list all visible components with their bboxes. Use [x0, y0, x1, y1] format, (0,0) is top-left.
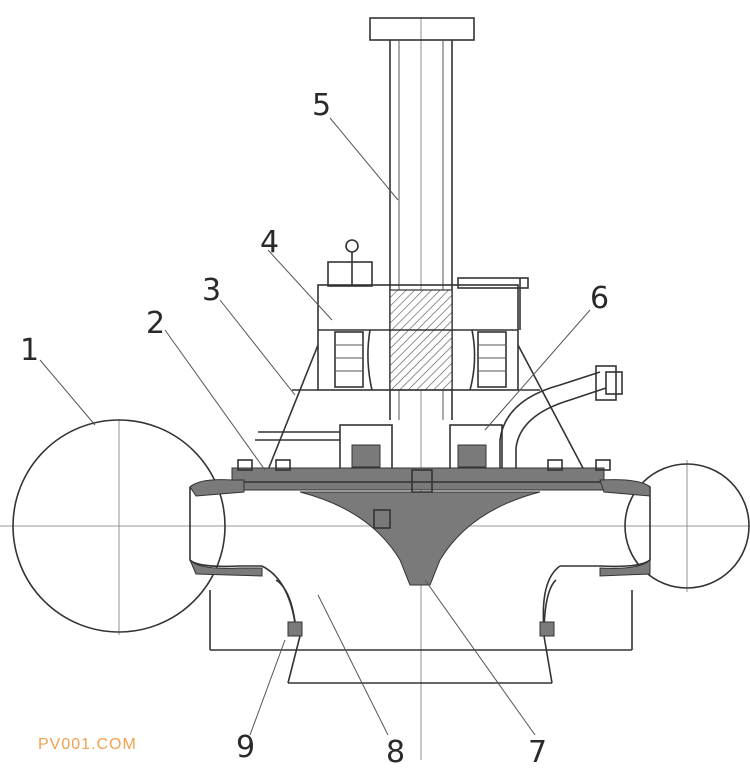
left-volute-circle [12, 419, 226, 633]
callout-5: 5 [312, 88, 331, 123]
callout-2: 2 [146, 306, 165, 341]
runner-cone [373, 469, 433, 529]
leader-lines [39, 117, 591, 736]
watermark-text: PV001.COM [38, 736, 137, 753]
right-volute-circle [624, 463, 750, 589]
center-lines [0, 18, 750, 760]
spiral-casing [189, 479, 651, 651]
head-cover-plate [231, 459, 611, 491]
callout-6: 6 [590, 281, 609, 316]
draft-tube [287, 635, 553, 684]
seal-ring [287, 621, 555, 637]
inlet-pipe-bend [499, 365, 623, 470]
callout-7: 7 [528, 735, 547, 770]
callout-9: 9 [236, 730, 255, 765]
main-shaft [369, 17, 475, 420]
callout-8: 8 [386, 735, 405, 770]
callout-4: 4 [260, 225, 279, 260]
callout-1: 1 [20, 333, 39, 368]
callout-3: 3 [202, 273, 221, 308]
upper-bearing-housing [317, 239, 529, 391]
callout-labels: 1 2 3 4 5 6 7 8 9 [20, 88, 609, 770]
runner [261, 491, 561, 631]
